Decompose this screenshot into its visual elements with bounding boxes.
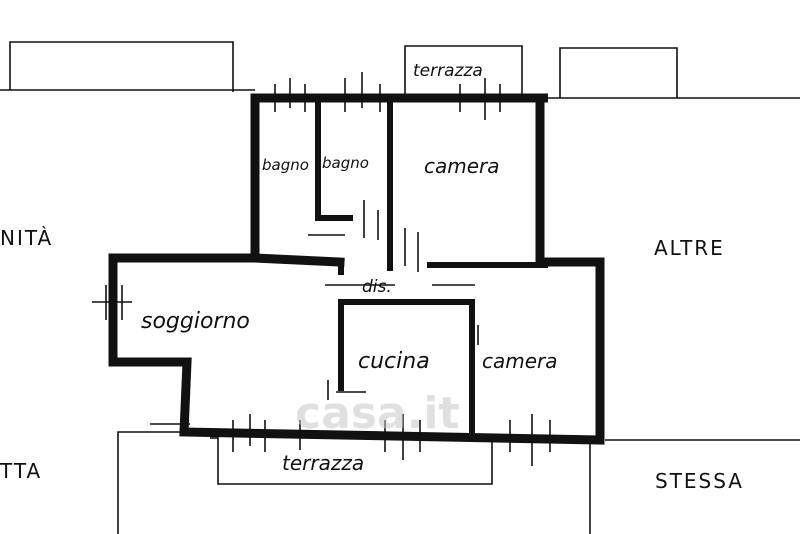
watermark-logo: casa.it xyxy=(295,388,459,439)
outer-label-right-top: ALTRE xyxy=(654,236,725,260)
outer-label-left-top: NITÀ xyxy=(0,226,53,250)
room-label-cucina: cucina xyxy=(358,349,430,374)
room-label-terrazza-top: terrazza xyxy=(413,61,483,81)
exterior-walls xyxy=(108,93,605,445)
room-label-bagno-1: bagno xyxy=(262,156,309,174)
openings xyxy=(92,72,551,466)
room-label-camera-top: camera xyxy=(424,154,500,178)
outer-label-right-bottom: STESSA xyxy=(655,469,744,493)
room-label-soggiorno: soggiorno xyxy=(141,309,250,334)
surrounding-outlines xyxy=(0,41,800,534)
terrace-top xyxy=(404,45,523,97)
room-label-bagno-2: bagno xyxy=(322,154,369,172)
surrounding-labels: NITÀ TTA ALTRE STESSA xyxy=(0,226,744,493)
room-label-dis: dis. xyxy=(362,277,392,297)
terrace-bottom xyxy=(210,436,493,485)
room-label-terrazza-bottom: terrazza xyxy=(282,451,364,475)
outer-label-left-bottom: TTA xyxy=(0,459,42,483)
interior-walls xyxy=(315,95,548,439)
room-labels: terrazza bagno bagno camera dis. soggior… xyxy=(141,61,558,475)
room-label-camera-right: camera xyxy=(482,349,558,373)
